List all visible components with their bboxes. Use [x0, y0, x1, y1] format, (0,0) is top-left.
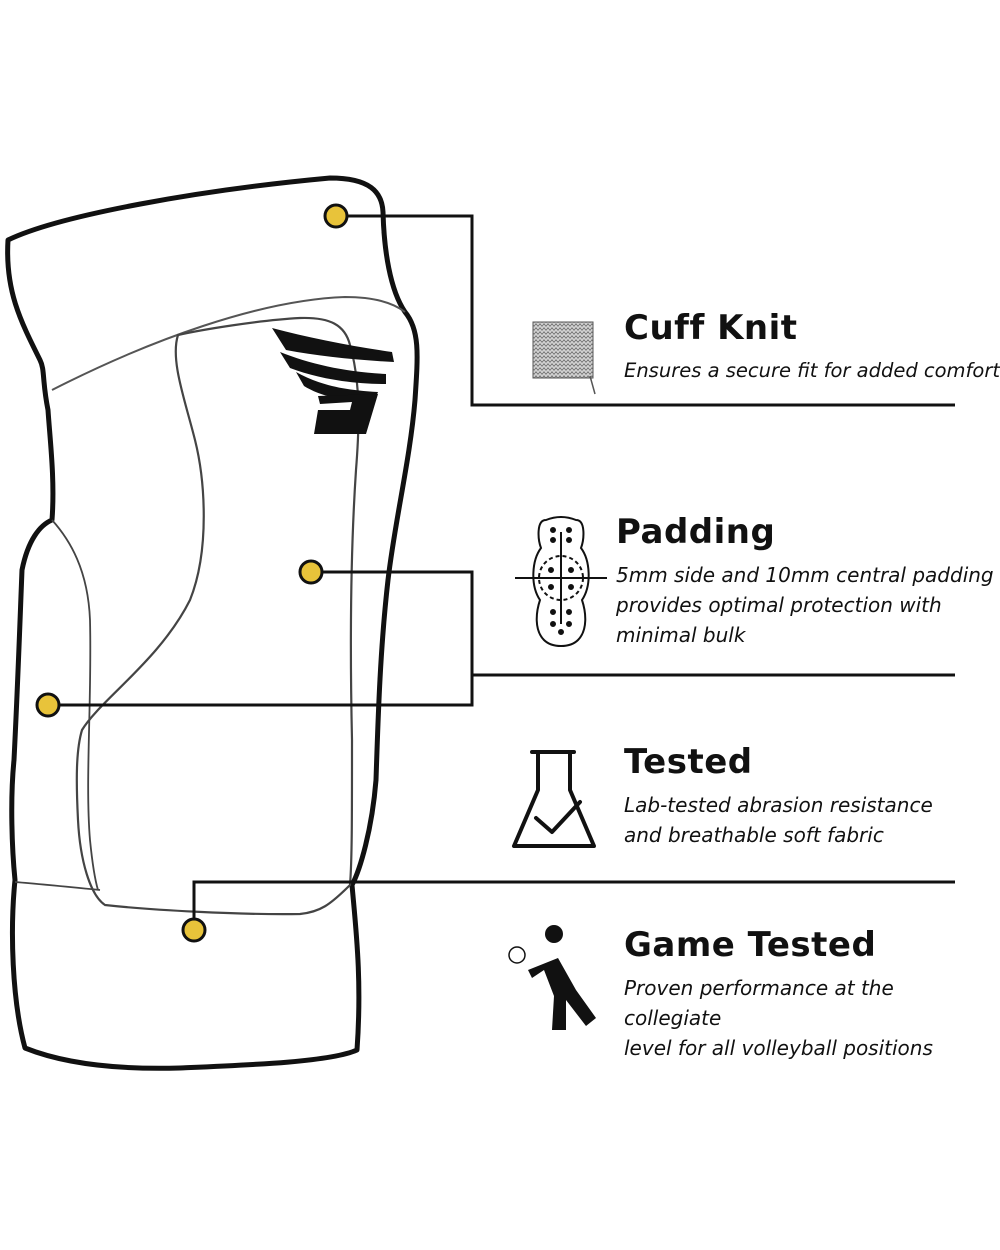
padding-leader-line-lower — [48, 673, 955, 707]
feature-padding: Padding 5mm side and 10mm central paddin… — [616, 512, 996, 650]
cuff-knit-leader-line — [336, 214, 955, 407]
fabric-marker — [181, 917, 207, 943]
feature-description-line: and breathable soft fabric — [624, 823, 884, 847]
feature-title: Cuff Knit — [624, 308, 798, 348]
feature-description-line: provides optimal protection with — [616, 593, 942, 617]
feature-game-tested: Game Tested Proven performance at the co… — [624, 925, 994, 1063]
central-padding-panel — [75, 316, 360, 916]
pad-target-icon — [515, 516, 607, 647]
feature-description-line: 5mm side and 10mm central padding — [616, 563, 994, 587]
knee-pad-outline — [5, 175, 420, 1071]
cuff-knit-marker — [323, 203, 349, 229]
feature-description-line: minimal bulk — [616, 623, 746, 647]
bottom-cuff-seam — [14, 881, 101, 891]
central-padding-marker — [298, 559, 324, 585]
feature-cuff-knit: Cuff Knit Ensures a secure fit for added… — [624, 308, 1000, 386]
cuff-seam — [51, 295, 406, 391]
side-padding-marker — [35, 692, 61, 718]
feature-title: Tested — [624, 742, 753, 782]
volleyball-player-icon — [508, 925, 596, 1030]
feature-description-line: Proven performance at the collegiate — [624, 976, 894, 1030]
flask-check-icon — [512, 750, 596, 848]
knit-swatch-icon — [532, 321, 596, 395]
side-padding-line — [51, 519, 99, 891]
feature-description-line: level for all volleyball positions — [624, 1036, 933, 1060]
padding-leader-line-upper — [312, 570, 474, 675]
feature-description-line: Lab-tested abrasion resistance — [624, 793, 933, 817]
feature-title: Game Tested — [624, 925, 877, 965]
feature-title: Padding — [616, 512, 776, 552]
feature-tested: Tested Lab-tested abrasion resistance an… — [624, 742, 984, 850]
feature-description-line: Ensures a secure fit for added comfort — [624, 359, 1000, 382]
game-tested-leader-line — [192, 880, 955, 930]
wing-j-logo-icon — [272, 328, 394, 434]
